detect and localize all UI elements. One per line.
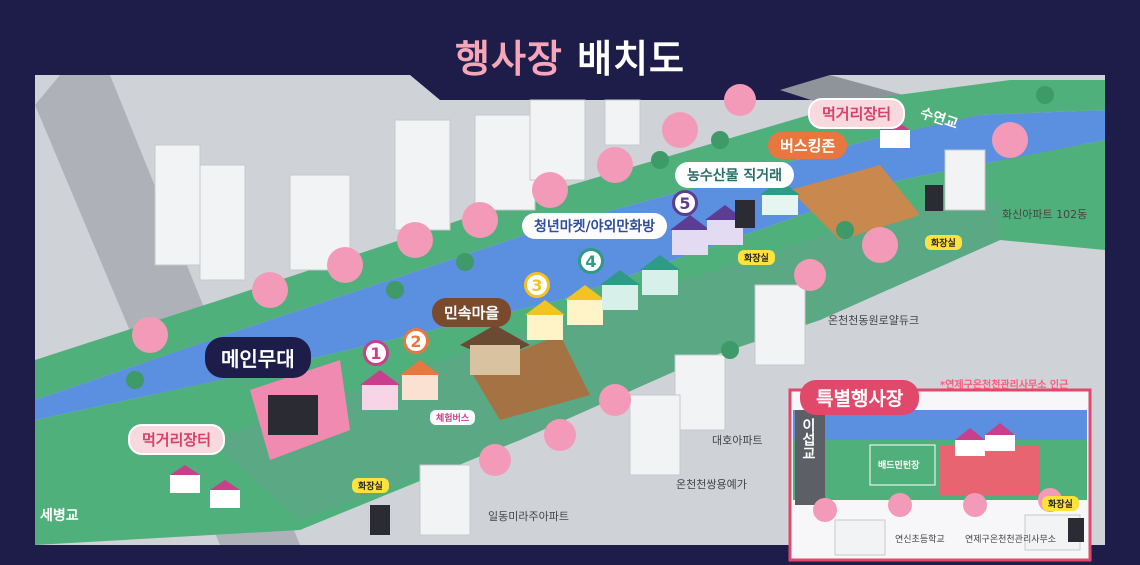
badminton-court: [869, 444, 936, 486]
green-trees: [126, 86, 1054, 389]
main-stage-screen: [268, 395, 318, 435]
special-venue-note: *연제구온천천관리사무소 인근: [940, 380, 1069, 391]
special-tents: [955, 423, 1015, 456]
restroom-tag-1: 화장실: [352, 478, 389, 493]
title-part1: 행사장: [454, 37, 563, 81]
busking-zone-label: 버스킹존: [768, 132, 848, 159]
restroom-tag-2: 화장실: [738, 250, 775, 265]
restroom-tag-3: 화장실: [925, 235, 962, 250]
booth-number-4: 4: [578, 248, 604, 274]
youth-market-label: 청년마켓/야외만화방: [522, 213, 668, 239]
folk-house: [460, 325, 530, 375]
page-title: 행사장 배치도: [0, 28, 1140, 83]
booth-number-5: 5: [672, 190, 698, 216]
office-label: 연제구온천천관리사무소: [965, 535, 1057, 545]
booth-number-2: 2: [403, 328, 429, 354]
restroom-tag-4: 화장실: [1042, 496, 1079, 511]
iseop-bridge-label: 이섭교: [800, 418, 816, 460]
experience-bus-tag: 체험버스: [430, 410, 476, 425]
main-stage-label: 메인무대: [205, 337, 311, 378]
restroom-icon: [370, 185, 1084, 542]
special-plaza: [940, 445, 1040, 495]
food-street-left-label: 먹거리장터: [128, 424, 226, 455]
cherry-trees: [132, 84, 1028, 476]
busking-plaza: [790, 165, 920, 240]
ssangyong-label: 온천천쌍용예가: [676, 478, 747, 491]
booth-number-3: 3: [524, 272, 550, 298]
folk-village-label: 민속마을: [432, 298, 512, 327]
sebyeong-bridge-label: 세병교: [40, 508, 79, 524]
green-bank-upper: [35, 80, 1105, 400]
badminton-label: 배드민턴장: [878, 461, 920, 471]
ildong-apt-label: 일동미라주아파트: [488, 510, 569, 523]
special-venue-title: 특별행사장: [800, 380, 920, 415]
special-building: [834, 519, 886, 556]
tents: [170, 120, 910, 508]
yeonsin-school-label: 연신초등학교: [895, 535, 945, 545]
title-part2: 배치도: [577, 37, 685, 81]
food-street-right-label: 먹거리장터: [808, 98, 906, 129]
folk-plaza: [470, 335, 590, 420]
special-road: [795, 410, 825, 505]
oncheon-royal-label: 온천천동원로얄듀크: [828, 314, 920, 327]
booth-number-1: 1: [363, 340, 389, 366]
farm-market-label: 농수산물 직거래: [675, 162, 795, 188]
hwasin-apt-label: 화신아파트 102동: [1002, 208, 1088, 221]
buildings: [154, 99, 986, 536]
daeho-apt-label: 대호아파트: [712, 434, 763, 447]
special-river: [793, 410, 1087, 440]
